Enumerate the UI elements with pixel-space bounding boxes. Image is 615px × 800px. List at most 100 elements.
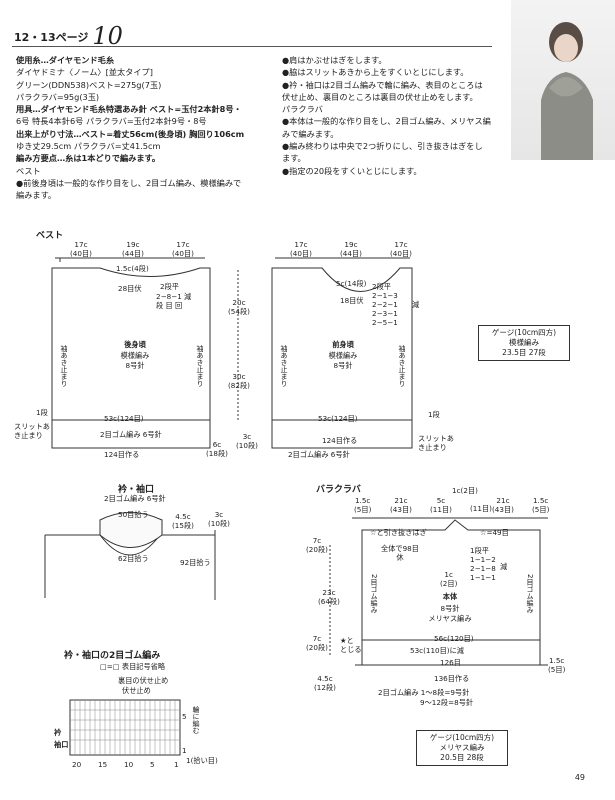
size-line: 出来上がり寸法…ベスト=着丈56cm(後身頃) 胸回り106cm: [16, 128, 245, 139]
method-line: ベスト: [16, 165, 41, 176]
balaclava-title: バラクラバ: [316, 485, 361, 495]
chart-side-label2: 袖口: [54, 740, 69, 749]
instruction-line: ●衿・袖口は2目ゴム編みで輪に編み、表目のところは: [282, 79, 483, 90]
front-piece-name: 前身頃: [332, 340, 354, 349]
materials-line: ダイヤドミナ〈ノーム〉[並太タイプ]: [16, 67, 153, 78]
pattern-number: 10: [92, 22, 123, 50]
chart-col-5: 5: [150, 760, 155, 769]
back-dec-row: 2−8−1 減: [156, 292, 192, 301]
instructions-left: 使用糸…ダイヤモンド毛糸 ダイヤドミナ〈ノーム〉[並太タイプ] グリーン(DDN…: [16, 54, 244, 202]
front-neck-bind: 18目伏: [340, 296, 364, 305]
chart-col-20: 20: [72, 760, 82, 769]
front-needle: 8号針: [333, 361, 353, 370]
instructions-right: ●肩はかぶせはぎをします。 ●脇はスリットあきから上をすくいとじにします。 ●衿…: [282, 54, 491, 177]
chart-col-15: 15: [98, 760, 108, 769]
front-neck-depth: 5c(14段): [336, 279, 367, 288]
front-pattern: 模様編み: [328, 351, 358, 360]
bala-h-body: 23c(64段): [318, 588, 340, 606]
size-line: ゆき丈29.5cm パラクラバ=丈41.5cm: [16, 141, 161, 152]
back-rib-height: 3c(10段): [236, 432, 258, 450]
vest-height-upper: 20c(54段): [228, 298, 250, 316]
bala-top-center: 1c(2目): [452, 486, 478, 495]
chart-row-1: 1: [182, 746, 187, 755]
instruction-line: 伏せ止め、裏目のところは裏目の伏せ止めをします。: [282, 91, 478, 102]
front-slit-label: スリットあき止まり: [418, 434, 454, 452]
tools-line: 用具…ダイヤモンド毛糸特選あみ針 ベスト=玉付2本針8号・: [16, 104, 242, 115]
collar-title: 衿・袖口: [118, 485, 155, 495]
bala-top-dim: (11目): [470, 504, 492, 513]
front-cast-on: 124目作る: [322, 436, 358, 445]
front-dim-shoulder-left: 17c(40目): [290, 240, 312, 258]
back-slit-label: スリットあき止まり: [14, 422, 50, 440]
bala-join: ☆と引き抜きはぎ: [370, 528, 427, 537]
back-neck-depth: 1.5c(4段): [116, 264, 149, 273]
back-dec-legend: 段 目 回: [156, 301, 183, 310]
front-dec-mark: 減: [412, 300, 420, 309]
chart-col-1: 1: [174, 760, 179, 769]
bala-needle: 8号針: [440, 604, 460, 613]
bala-h-rib: 4.5c(12段): [314, 674, 336, 692]
bala-rib-left: 2目ゴム編み: [370, 574, 378, 614]
bala-tozu: ★と とじる: [340, 636, 362, 654]
instruction-line: ●本体は一般的な作り目をし、2目ゴム編み、メリヤス編: [282, 116, 491, 127]
back-row1: 1段: [36, 408, 48, 417]
bala-stitch: メリヤス編み: [428, 614, 472, 623]
front-dim-shoulder-right: 17c(40目): [390, 240, 412, 258]
back-dim-shoulder-right: 17c(40目): [172, 240, 194, 258]
bala-h-top: 7c(20段): [306, 536, 328, 554]
instruction-line: みで編みます。: [282, 128, 339, 139]
bala-top-dim: 1.5c(5目): [532, 496, 550, 514]
chart-wa: 輪に編む: [192, 706, 200, 734]
back-slit-height: 6c(18段): [206, 440, 228, 458]
back-rib: 2目ゴム編み 6号針: [100, 430, 162, 439]
back-neck-bind: 28目伏: [118, 284, 142, 293]
chart-side-label: 衿: [54, 728, 62, 737]
collar-rib: 2目ゴム編み 6号針: [104, 494, 166, 503]
back-armhole-left: 袖あき止まり: [60, 345, 68, 387]
bala-top-dim: 21c(43目): [492, 496, 514, 514]
bala-h-lower: 7c(20段): [306, 634, 328, 652]
materials-line: グリーン(DDN538)ベスト=275g(7玉): [16, 79, 162, 90]
front-rib: 2目ゴム編み 6号針: [288, 450, 350, 459]
armhole-band-height: 3c(10段): [208, 510, 230, 528]
bala-width-53: 53c(110目)に減: [410, 646, 464, 655]
bala-cast-on: 136目作る: [434, 674, 470, 683]
bala-top-dim: 21c(43目): [390, 496, 412, 514]
back-dim-shoulder-left: 17c(40目): [70, 240, 92, 258]
bala-top-dim: 5c(11目): [430, 496, 452, 514]
instruction-line: ●脇はスリットあきから上をすくいとじにします。: [282, 67, 469, 78]
chart-title: 衿・袖口の2目ゴム編み: [64, 651, 161, 661]
chart-row-5: 5: [182, 712, 187, 721]
materials-line: パラクラバ=95g(3玉): [16, 91, 100, 102]
bala-width-56: 56c(120目): [434, 634, 474, 643]
front-dim-neck: 19c(44目): [340, 240, 362, 258]
instruction-line: ●肩はかぶせはぎをします。: [282, 55, 387, 65]
back-needle: 8号針: [125, 361, 145, 370]
bala-center: 1c(2目): [440, 570, 458, 588]
vest-height-lower: 30c(82段): [228, 372, 250, 390]
back-cast-on: 124目作る: [104, 450, 140, 459]
front-row1: 1段: [428, 410, 440, 419]
bala-rib-right: 2目ゴム編み: [526, 574, 534, 614]
collar-pick62: 62目拾う: [118, 554, 149, 563]
method-line: 編み方要点…糸は1本どりで編みます。: [16, 153, 161, 164]
chart-fuse-label: 伏せ止め: [122, 686, 151, 695]
chart-legend: □=□ 表目記号省略: [100, 662, 166, 671]
back-width: 53c(124目): [104, 414, 144, 423]
chart-pick: 1(拾い目): [186, 756, 218, 765]
model-photo-figure: [541, 22, 593, 160]
bala-dec-mark: 減: [500, 562, 508, 571]
front-width: 53c(124目): [318, 414, 358, 423]
tools-line: 6号 特長4本針6号 パラクラバ=玉付2本針9号・8号: [16, 116, 207, 127]
back-dec-head: 2段平: [160, 282, 179, 291]
instruction-line: ます。: [282, 153, 306, 164]
back-pattern: 模様編み: [120, 351, 150, 360]
chart-col-10: 10: [124, 760, 134, 769]
bala-side-width: 1.5c(5目): [548, 656, 566, 674]
